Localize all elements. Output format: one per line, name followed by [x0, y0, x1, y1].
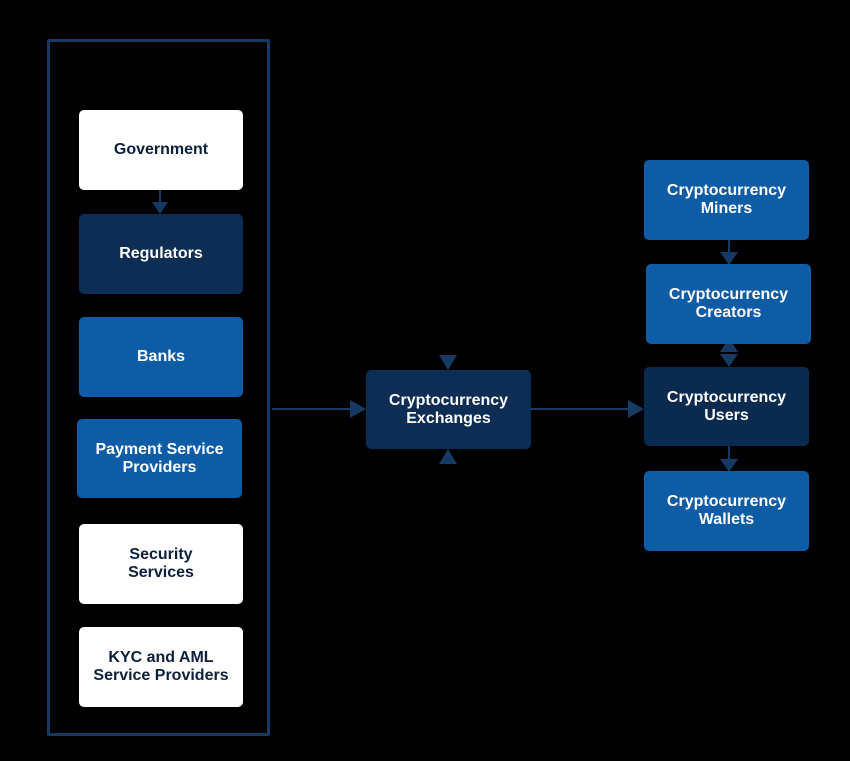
node-payment-service-providers: Payment Service Providers: [77, 419, 242, 498]
arrowhead-creators-up: [720, 338, 738, 352]
arrowhead-users-down: [720, 354, 738, 367]
node-cryptocurrency-users: Cryptocurrency Users: [644, 367, 809, 446]
node-cryptocurrency-wallets: Cryptocurrency Wallets: [644, 471, 809, 551]
arrowhead-wallets: [720, 459, 738, 472]
node-cryptocurrency-creators: Cryptocurrency Creators: [646, 264, 811, 344]
regulatory-group-frame: [47, 39, 270, 736]
node-regulators: Regulators: [79, 214, 243, 294]
arrowhead-exchanges-top: [439, 355, 457, 370]
arrowhead-exchanges-left: [350, 400, 366, 418]
node-kyc-aml-service-providers: KYC and AML Service Providers: [79, 627, 243, 707]
node-cryptocurrency-miners: Cryptocurrency Miners: [644, 160, 809, 240]
node-government: Government: [79, 110, 243, 190]
arrowhead-exchanges-bottom: [439, 449, 457, 464]
arrowhead-users-left: [628, 400, 644, 418]
node-security-services: Security Services: [79, 524, 243, 604]
node-cryptocurrency-exchanges: Cryptocurrency Exchanges: [366, 370, 531, 449]
arrowhead-regulators: [152, 202, 168, 214]
node-banks: Banks: [79, 317, 243, 397]
arrowhead-creators: [720, 252, 738, 265]
